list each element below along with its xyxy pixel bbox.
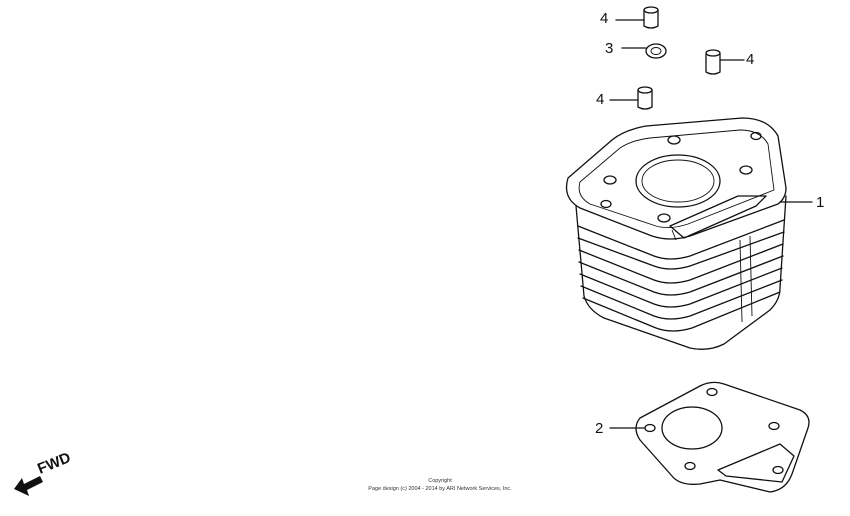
copyright-notice: Page design (c) 2004 - 2014 by ARI Netwo… [368, 486, 512, 492]
callout-o-ring: 3 [605, 40, 613, 57]
copyright-heading: Copyright [428, 478, 452, 484]
dowel-pin-right[interactable] [705, 49, 745, 75]
dowel-pin-top[interactable] [615, 6, 659, 29]
forward-direction-label: FWD [35, 449, 73, 478]
callout-gasket: 2 [595, 420, 603, 437]
callout-dowel-right: 4 [746, 51, 754, 68]
callout-dowel-top: 4 [600, 10, 608, 27]
cylinder-block[interactable] [565, 117, 813, 350]
o-ring[interactable] [621, 43, 667, 59]
callout-cylinder: 1 [816, 194, 824, 211]
callout-dowel-left: 4 [596, 91, 604, 108]
dowel-pin-left[interactable] [609, 86, 653, 110]
base-gasket[interactable] [609, 381, 810, 493]
forward-arrow-icon [14, 476, 43, 496]
